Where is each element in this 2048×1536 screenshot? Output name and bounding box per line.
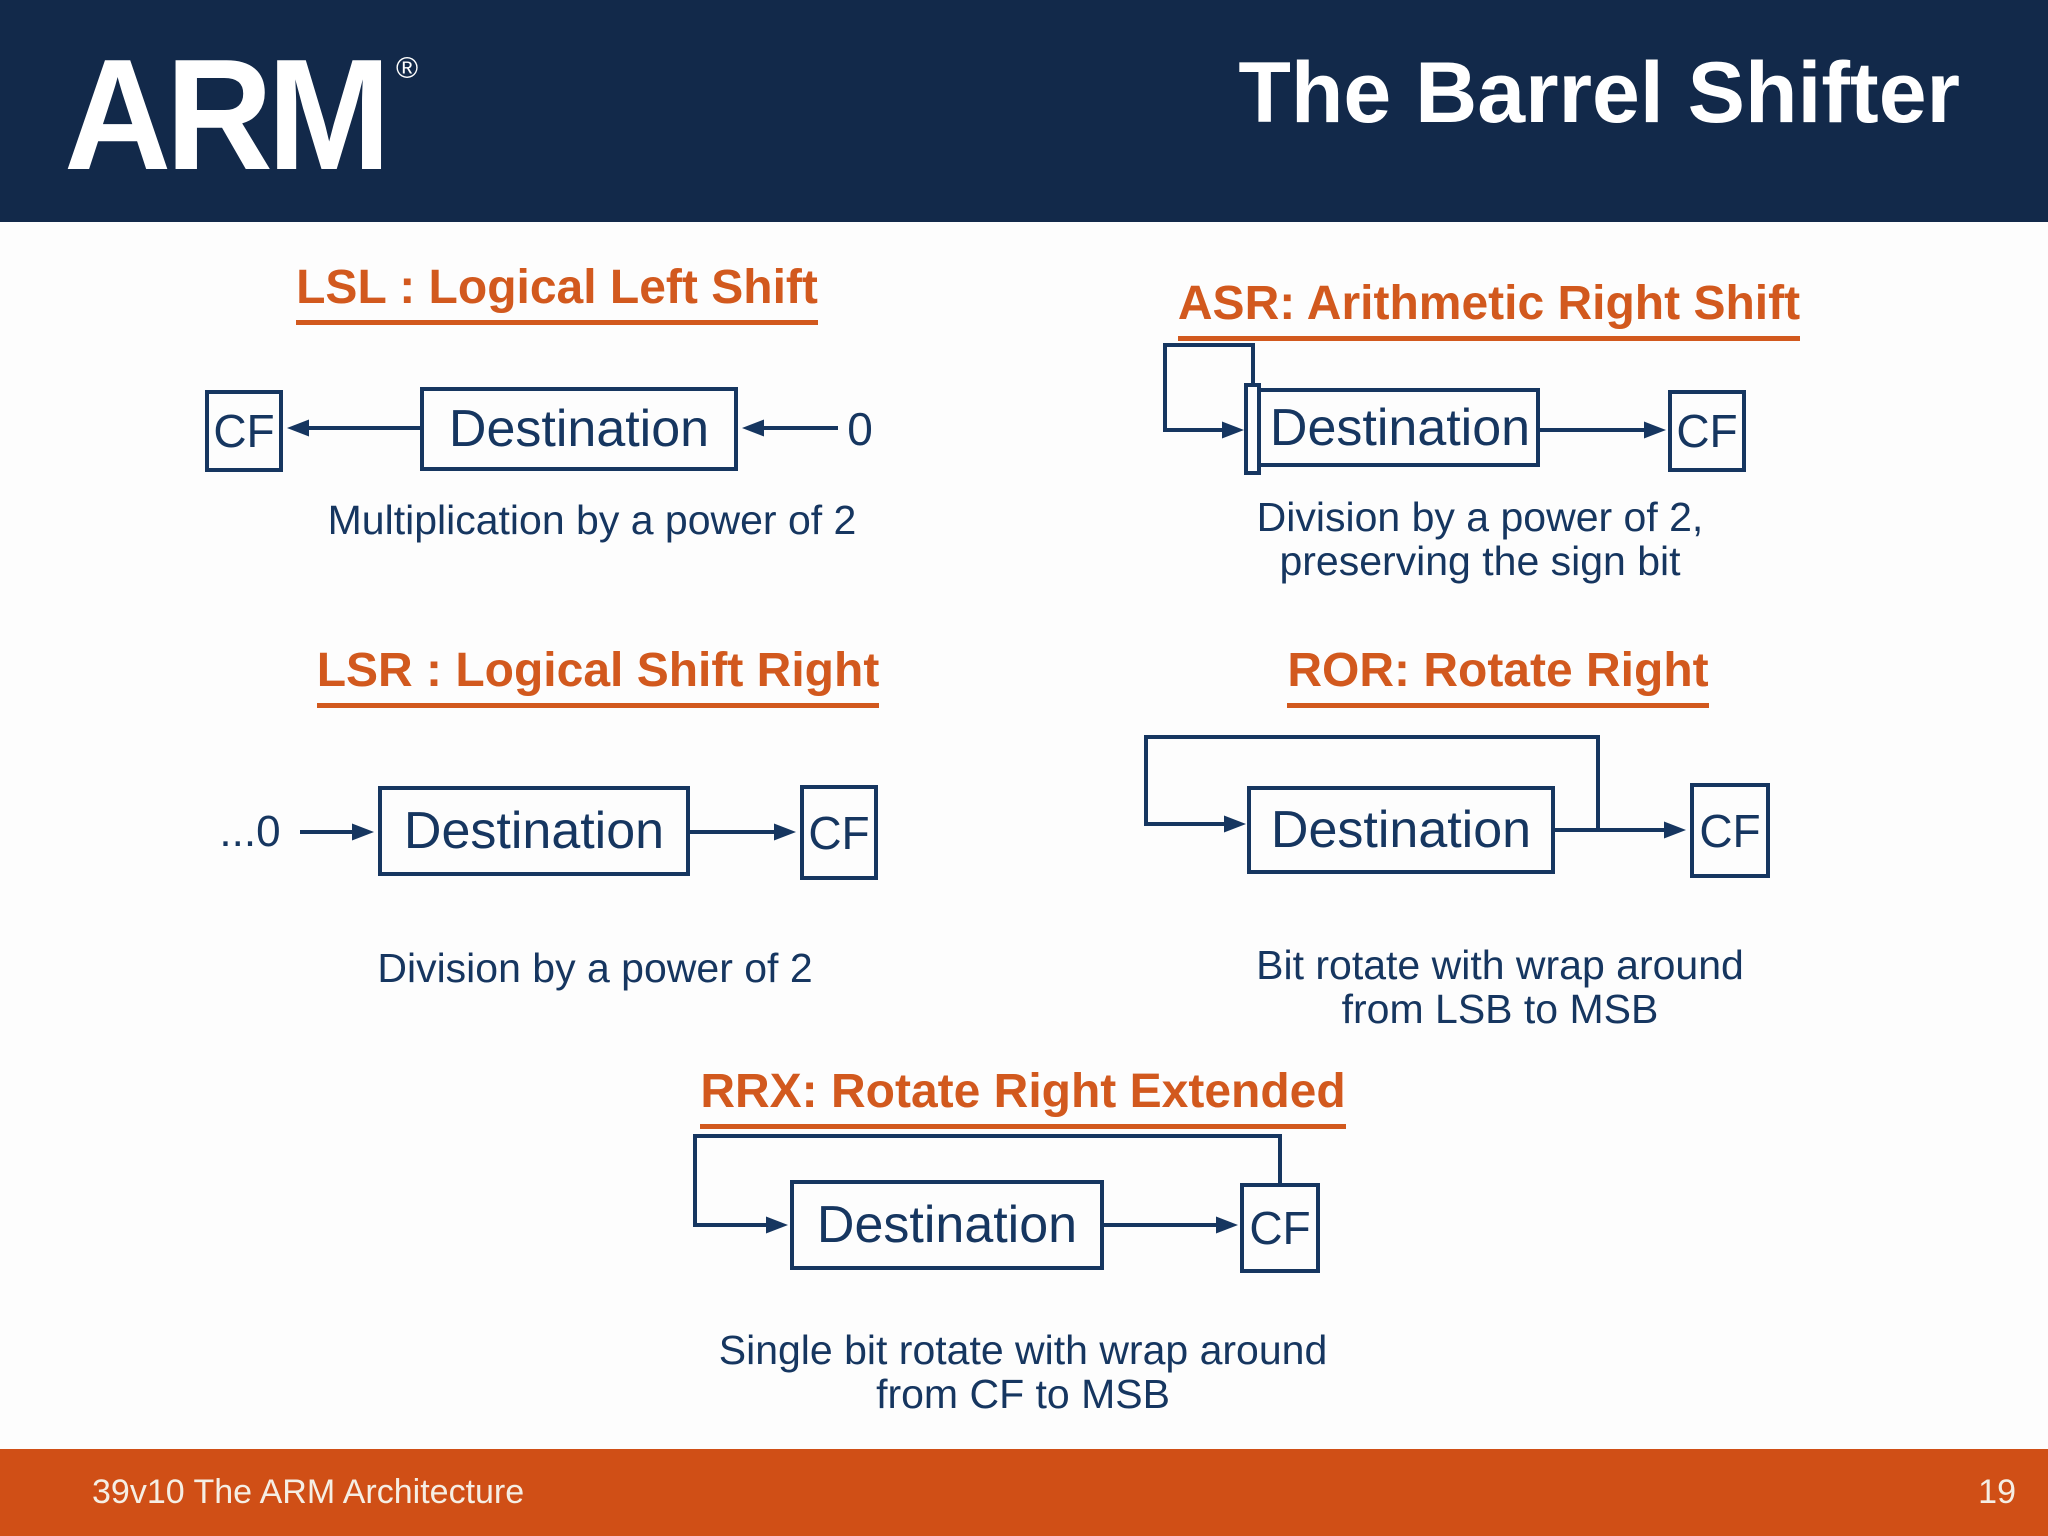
rrx-destination-box: Destination: [790, 1180, 1104, 1270]
asr-cf-box: CF: [1668, 390, 1746, 472]
asr-title: ASR: Arithmetic Right Shift: [1089, 277, 1889, 341]
asr-destination-box: Destination: [1244, 388, 1540, 467]
ror-cf-box: CF: [1690, 783, 1770, 878]
ror-caption: Bit rotate with wrap around from LSB to …: [1256, 942, 1744, 1032]
footer-page-number: 19: [1978, 1473, 2016, 1511]
footer-course-label: 39v10 The ARM Architecture: [92, 1473, 525, 1511]
ror-destination-box: Destination: [1247, 786, 1555, 874]
footer-bar: 39v10 The ARM Architecture 19: [0, 1449, 2048, 1536]
rrx-cf-box: CF: [1240, 1183, 1320, 1273]
rrx-title: RRX: Rotate Right Extended: [623, 1065, 1423, 1129]
arm-logo: ARM: [64, 27, 391, 203]
asr-caption: Division by a power of 2, preserving the…: [1256, 494, 1704, 584]
lsr-destination-box: Destination: [378, 786, 690, 876]
registered-trademark-icon: ®: [396, 52, 419, 85]
ror-title: ROR: Rotate Right: [1098, 644, 1898, 708]
slide-title: The Barrel Shifter: [1238, 45, 1960, 141]
lsr-title: LSR : Logical Shift Right: [198, 644, 998, 708]
lsr-input-zeros: ...0: [219, 807, 281, 856]
lsl-destination-box: Destination: [420, 387, 738, 471]
rrx-caption: Single bit rotate with wrap around from …: [718, 1327, 1328, 1417]
lsr-cf-box: CF: [800, 785, 878, 880]
lsl-input-zero: 0: [847, 403, 873, 455]
lsr-caption: Division by a power of 2: [377, 945, 813, 991]
lsl-title: LSL : Logical Left Shift: [157, 261, 957, 325]
lsl-caption: Multiplication by a power of 2: [327, 497, 857, 543]
lsl-cf-box: CF: [205, 390, 283, 472]
header-bar: ARM ® The Barrel Shifter: [0, 0, 2048, 222]
asr-sign-bit-strip: [1244, 383, 1261, 475]
